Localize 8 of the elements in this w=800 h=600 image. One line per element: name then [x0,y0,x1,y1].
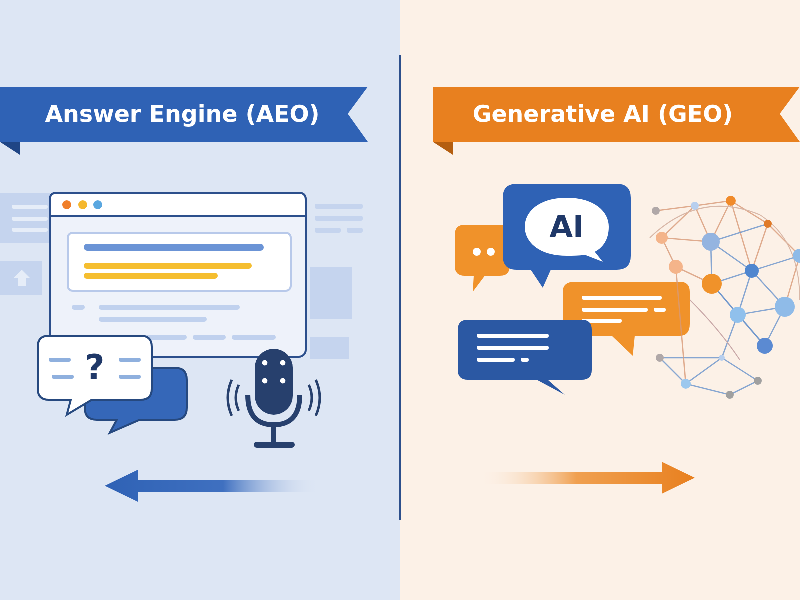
bubble-text: AI [548,208,586,246]
banner-title: Generative AI (GEO) [472,100,734,130]
speech-bubble [503,184,631,288]
speech-bubble [37,335,153,417]
banner-title: Answer Engine (AEO) [44,100,321,130]
ribbon-banner [433,87,800,155]
bubble-text: ? [84,347,106,390]
ribbon-banner [0,87,368,155]
